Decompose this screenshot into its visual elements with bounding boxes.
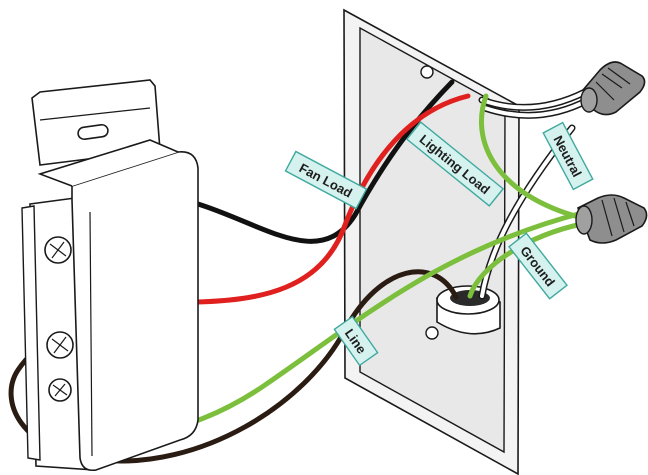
terminal-screw-middle (47, 332, 73, 358)
terminal-screw-top (45, 237, 71, 263)
terminal-screw-ground (49, 379, 71, 401)
switch-device (22, 80, 198, 470)
wire-nut-ground (576, 195, 647, 243)
wall-box-screw-bottom (426, 327, 438, 339)
wall-box-screw-top (421, 66, 433, 78)
wire-nut-neutral (581, 62, 645, 115)
